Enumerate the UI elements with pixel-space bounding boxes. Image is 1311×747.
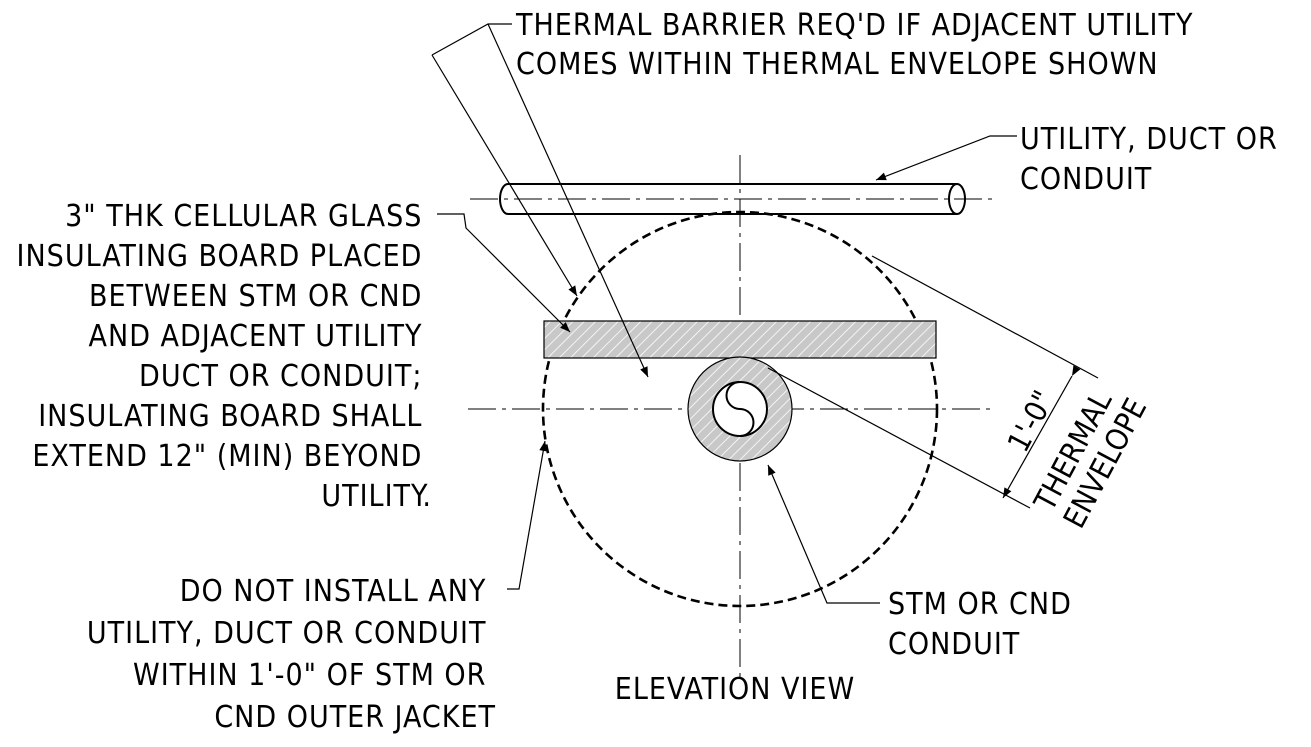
insulating-board-note-line: BETWEEN STM OR CND: [89, 279, 422, 314]
insulating-board-note-line: INSULATING BOARD PLACED: [17, 239, 423, 274]
thermal-barrier-note: THERMAL BARRIER REQ'D IF ADJACENT UTILIT…: [515, 8, 1203, 82]
do-not-install-note-line: DO NOT INSTALL ANY: [180, 574, 487, 609]
leader-utility: [875, 135, 1017, 181]
insulating-board-note-line: DUCT OR CONDUIT;: [139, 359, 422, 394]
utility-note-line: UTILITY, DUCT OR: [1020, 122, 1278, 157]
insulating-board-note-line: 3" THK CELLULAR GLASS: [65, 199, 422, 234]
insulating-board-note: 3" THK CELLULAR GLASS INSULATING BOARD P…: [17, 199, 432, 514]
utility-note-line: CONDUIT: [1020, 162, 1152, 197]
stm-conduit-note-line: STM OR CND: [888, 587, 1072, 622]
dimension-value: 1'-0": [1001, 385, 1062, 458]
do-not-install-note-line: UTILITY, DUCT OR CONDUIT: [87, 616, 487, 651]
stm-conduit-note-line: CONDUIT: [888, 627, 1020, 662]
leader-do-not-install: [507, 440, 548, 590]
stm-cnd-conduit: [687, 356, 793, 462]
utility-note: UTILITY, DUCT OR CONDUIT: [1020, 122, 1287, 197]
stm-conduit-note: STM OR CND CONDUIT: [888, 587, 1081, 662]
thermal-envelope-dimension: [767, 255, 1099, 509]
leader-insulating-board: [437, 213, 571, 333]
thermal-envelope-circle: [541, 210, 939, 608]
thermal-barrier-note-line: THERMAL BARRIER REQ'D IF ADJACENT UTILIT…: [515, 8, 1193, 43]
leader-thermal-barrier: [431, 23, 649, 378]
insulating-board-note-line: INSULATING BOARD SHALL: [38, 399, 422, 434]
do-not-install-note: DO NOT INSTALL ANY UTILITY, DUCT OR COND…: [87, 574, 496, 735]
insulating-board-note-line: UTILITY.: [321, 479, 432, 514]
leader-stm-conduit: [767, 464, 880, 604]
do-not-install-note-line: WITHIN 1'-0" OF STM OR: [133, 658, 486, 693]
insulating-board: [543, 320, 937, 359]
do-not-install-note-line: CND OUTER JACKET: [214, 700, 496, 735]
thermal-barrier-note-line: COMES WITHIN THERMAL ENVELOPE SHOWN: [516, 47, 1159, 82]
insulating-board-note-line: AND ADJACENT UTILITY: [89, 319, 423, 354]
utility-duct-cylinder: [499, 183, 966, 215]
view-title: ELEVATION VIEW: [615, 672, 855, 707]
insulating-board-note-line: EXTEND 12" (MIN) BEYOND: [32, 439, 422, 474]
